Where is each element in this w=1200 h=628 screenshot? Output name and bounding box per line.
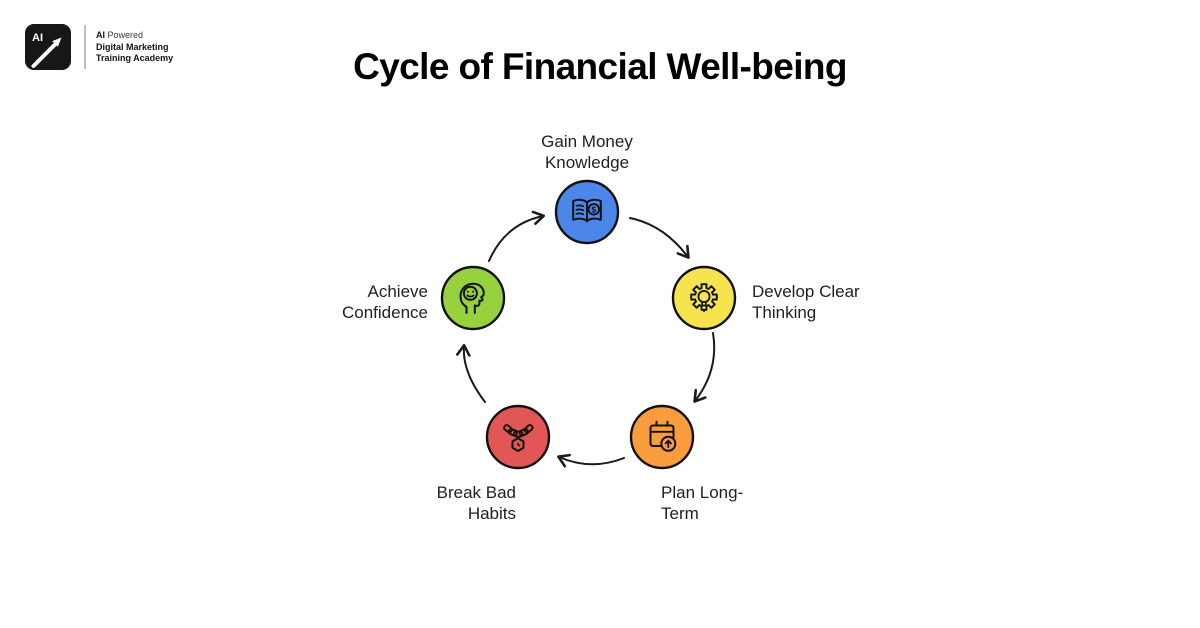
logo-line2: Digital Marketing: [96, 41, 169, 52]
logo-line3: Training Academy: [96, 53, 174, 63]
logo-wordmark: AI Powered Digital Marketing Training Ac…: [96, 30, 173, 65]
label-line: Plan Long-: [661, 483, 744, 502]
label-line: Break Bad: [436, 483, 516, 502]
node-circle: [671, 265, 737, 331]
ai-arrow-logo-icon: AI: [25, 24, 71, 70]
arrow-achieve-to-gain: [488, 210, 546, 262]
label-line: Achieve: [367, 282, 428, 301]
brand-logo: AI AI Powered Digital Marketing Training…: [24, 23, 284, 71]
logo-divider: [84, 25, 86, 69]
label-line: Term: [661, 504, 699, 523]
arrow-plan-to-break: [557, 453, 625, 468]
head-smile-icon: [459, 282, 485, 314]
node-achieve-confidence: [440, 265, 506, 331]
arrow-develop-to-plan: [693, 332, 716, 403]
node-plan-long-term: [629, 404, 695, 470]
label-line: Habits: [467, 504, 516, 523]
logo-line1-bold: AI: [96, 30, 105, 40]
broken-chain-clock-icon: [503, 424, 534, 452]
label-line: Develop Clear: [752, 282, 860, 301]
node-gain-money-knowledge: $: [554, 179, 620, 245]
logo-arrow-head: [52, 37, 62, 47]
node-circle: [440, 265, 506, 331]
logo-badge-text: AI: [32, 32, 43, 44]
logo-arrow-shaft: [36, 42, 57, 64]
label-gain-money-knowledge: Gain Money Knowledge: [517, 131, 657, 173]
node-break-bad-habits: [485, 404, 551, 470]
arrow-break-to-achieve: [456, 343, 486, 403]
node-develop-clear-thinking: [671, 265, 737, 331]
gear-lightbulb-icon: [690, 283, 718, 313]
label-line: Confidence: [341, 303, 428, 322]
cycle-arrows: [456, 210, 716, 468]
dollar-glyph: $: [591, 204, 596, 214]
logo-arrow-dash: [31, 59, 41, 68]
label-break-bad-habits: Break Bad Habits: [396, 482, 516, 524]
label-line: Thinking: [752, 303, 817, 322]
calendar-growth-icon: [649, 420, 677, 452]
node-circle: [629, 404, 695, 470]
arrow-gain-to-develop: [629, 217, 690, 259]
label-line: Knowledge: [544, 153, 630, 172]
page-title: Cycle of Financial Well-being: [353, 45, 847, 87]
label-plan-long-term: Plan Long- Term: [661, 482, 781, 524]
logo-line1-regular: Powered: [107, 30, 144, 40]
label-line: Gain Money: [541, 132, 633, 151]
label-achieve-confidence: Achieve Confidence: [308, 281, 428, 323]
label-develop-clear-thinking: Develop Clear Thinking: [752, 281, 882, 323]
open-book-dollar-icon: $: [572, 198, 602, 223]
